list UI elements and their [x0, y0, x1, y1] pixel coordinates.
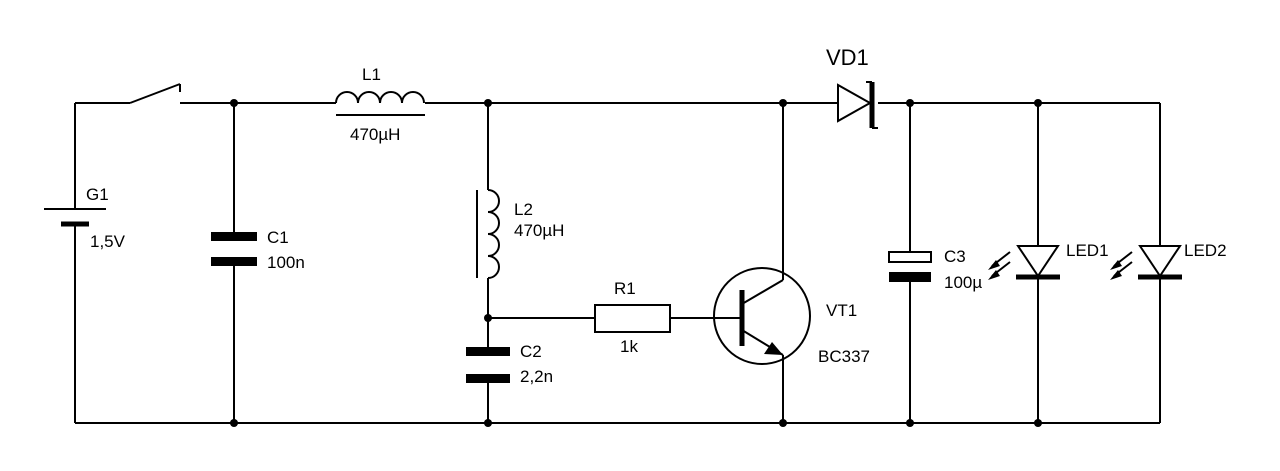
led1-ref: LED1: [1066, 241, 1109, 260]
c2-value: 2,2n: [520, 367, 553, 386]
capacitor-c3: C3 100µ: [888, 247, 982, 292]
transistor-vt1: VT1 BC337: [713, 267, 870, 366]
l2-ref: L2: [514, 200, 533, 219]
diode-vd1: VD1: [826, 45, 878, 129]
r1-ref: R1: [614, 279, 636, 298]
led-led2: LED2: [1110, 241, 1227, 280]
l2-value: 470µH: [514, 221, 564, 240]
inductor-l2: L2 470µH: [476, 189, 564, 279]
c1-ref: C1: [267, 228, 289, 247]
c3-ref: C3: [944, 247, 966, 266]
vd1-ref: VD1: [826, 45, 869, 70]
resistor-r1: R1 1k: [594, 279, 671, 356]
wires: [74, 102, 1161, 424]
inductor-l1: L1 470µH: [335, 65, 425, 144]
r1-value: 1k: [620, 337, 638, 356]
switch-symbol: [129, 83, 181, 104]
led2-ref: LED2: [1184, 241, 1227, 260]
g1-value: 1,5V: [90, 232, 126, 251]
led-led1: LED1: [988, 241, 1109, 280]
vt1-value: BC337: [818, 347, 870, 366]
c3-value: 100µ: [944, 273, 982, 292]
l1-value: 470µH: [350, 125, 400, 144]
capacitor-c1: C1 100n: [211, 228, 305, 272]
capacitor-c2: C2 2,2n: [466, 342, 553, 386]
c1-value: 100n: [267, 253, 305, 272]
battery-g1: G1 1,5V: [44, 185, 126, 251]
junctions: [230, 99, 1042, 427]
vt1-ref: VT1: [826, 301, 857, 320]
c2-ref: C2: [520, 342, 542, 361]
g1-ref: G1: [86, 185, 109, 204]
l1-ref: L1: [362, 65, 381, 84]
